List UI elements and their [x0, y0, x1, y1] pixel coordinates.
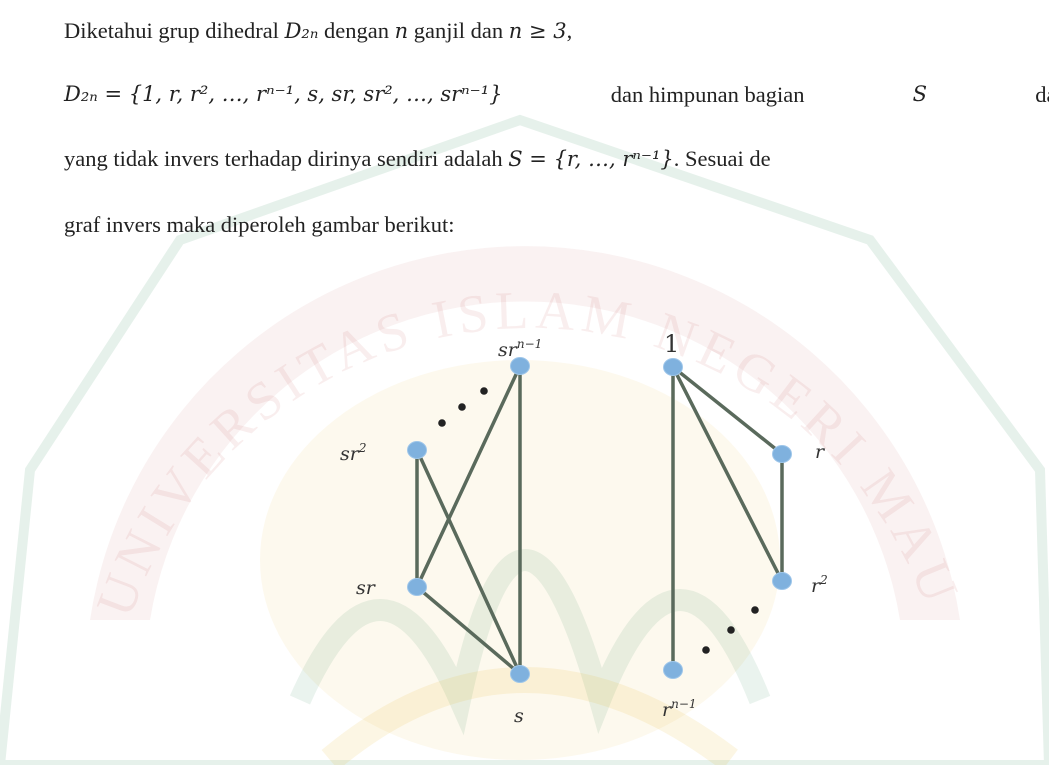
- node-r-n1: [663, 661, 683, 679]
- label-sr-2: sr2: [340, 441, 366, 465]
- math-D2n: D₂ₙ: [284, 19, 319, 43]
- label-r: r: [815, 441, 826, 463]
- node-sr: [407, 578, 427, 596]
- math-set-D2n: D₂ₙ = {1, r, r², …, rⁿ⁻¹, s, sr, sr², …,…: [64, 82, 503, 106]
- edge-sr2-s: [415, 448, 522, 676]
- paragraph-line-3: yang tidak invers terhadap dirinya sendi…: [64, 146, 771, 171]
- node-sr-n1: [510, 357, 530, 375]
- edge-sr-s: [415, 585, 522, 676]
- math-S: S: [912, 82, 928, 106]
- paragraph-line-1: Diketahui grup dihedral D₂ₙ dengan n gan…: [64, 18, 573, 43]
- label-s: s: [514, 705, 524, 727]
- edge-sr-sr_n1: [415, 364, 522, 589]
- label-r-2: r2: [811, 573, 828, 597]
- paragraph-line-2: D₂ₙ = {1, r, r², …, rⁿ⁻¹, s, sr, sr², …,…: [64, 82, 1049, 107]
- graph-edges: [415, 364, 784, 676]
- math-set-S: S = {r, …, rⁿ⁻¹}: [508, 147, 674, 171]
- ellipsis-right: [702, 606, 759, 654]
- node-one: [663, 358, 683, 376]
- node-r: [772, 445, 792, 463]
- math-n-ge-3: n ≥ 3: [508, 19, 567, 43]
- label-sr-n-1: srn−1: [498, 337, 542, 361]
- graph-nodes: [407, 357, 792, 683]
- watermark-inner-band: [90, 246, 960, 620]
- watermark-calligraphy: [289, 549, 771, 736]
- node-sr2: [407, 441, 427, 459]
- paragraph-line-4: graf invers maka diperoleh gambar beriku…: [64, 212, 455, 237]
- label-r-n-1: rn−1: [662, 697, 697, 721]
- node-r2: [772, 572, 792, 590]
- math-n: n: [394, 19, 409, 43]
- node-s: [510, 665, 530, 683]
- label-one: 1: [664, 330, 679, 358]
- label-sr: sr: [356, 577, 377, 599]
- edge-one-r: [671, 365, 784, 456]
- watermark-frame: [0, 114, 1049, 765]
- edge-one-r2: [671, 365, 784, 583]
- ellipsis-left: [438, 387, 488, 427]
